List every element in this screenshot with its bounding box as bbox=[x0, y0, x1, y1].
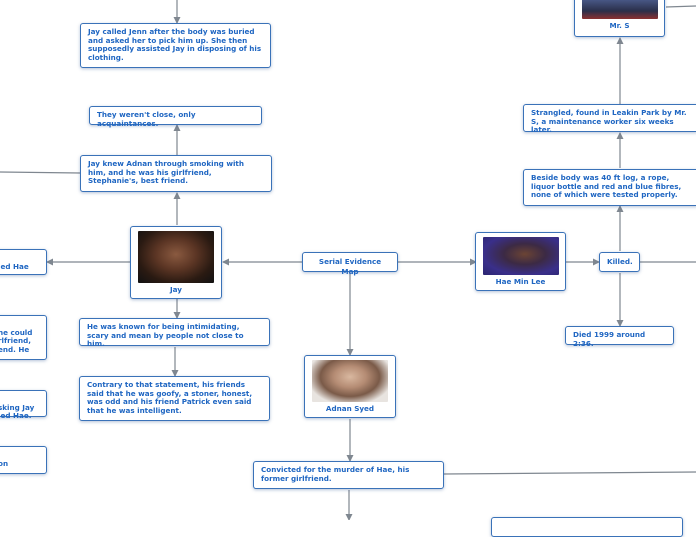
node-left-4[interactable]: on bbox=[0, 446, 47, 474]
node-left-2-text: he could rlfriend, end. He bbox=[0, 327, 33, 354]
node-killed-text: Killed. bbox=[607, 257, 633, 266]
node-convicted-text: Convicted for the murder of Hae, his for… bbox=[261, 465, 410, 483]
node-left-3-text: sking Jay led Hae. bbox=[0, 402, 35, 421]
node-beside-body[interactable]: Beside body was 40 ft log, a rope, liquo… bbox=[523, 169, 696, 206]
node-not-close-text: They weren't close, only acquaintances. bbox=[97, 110, 196, 128]
node-hae[interactable]: Hae Min Lee bbox=[475, 232, 566, 291]
node-bottom-right-partial[interactable] bbox=[491, 517, 683, 537]
node-jay-called-jenn-text: Jay called Jenn after the body was burie… bbox=[88, 27, 262, 62]
node-adnan[interactable]: Adnan Syed bbox=[304, 355, 396, 418]
node-intimidating[interactable]: He was known for being intimidating, sca… bbox=[79, 318, 270, 349]
node-beside-body-text: Beside body was 40 ft log, a rope, liquo… bbox=[531, 173, 682, 200]
node-jay-knew-adnan[interactable]: Jay knew Adnan through smoking with him,… bbox=[80, 155, 272, 192]
edge-mrs-right bbox=[665, 5, 696, 8]
node-mr-s[interactable]: Mr. S bbox=[574, 0, 665, 37]
jay-photo bbox=[138, 231, 214, 283]
adnan-photo bbox=[312, 360, 388, 402]
node-intimidating-text: He was known for being intimidating, sca… bbox=[87, 322, 244, 349]
node-contrary[interactable]: Contrary to that statement, his friends … bbox=[79, 376, 270, 421]
connector-layer bbox=[0, 0, 696, 520]
node-jay-label: Jay bbox=[170, 285, 182, 294]
node-convicted[interactable]: Convicted for the murder of Hae, his for… bbox=[253, 461, 444, 489]
node-left-4-text: on bbox=[0, 458, 9, 468]
node-mr-s-label: Mr. S bbox=[609, 21, 630, 30]
edge-convicted-right bbox=[443, 471, 696, 475]
node-left-1[interactable]: led Hae bbox=[0, 249, 47, 275]
node-died-1999-text: Died 1999 around 2:36. bbox=[573, 330, 646, 348]
node-jay-called-jenn[interactable]: Jay called Jenn after the body was burie… bbox=[80, 23, 271, 68]
node-left-1-text: led Hae bbox=[0, 261, 29, 271]
node-root[interactable]: Serial Evidence Map bbox=[302, 252, 398, 276]
mr-s-photo bbox=[581, 0, 658, 19]
node-jay-knew-adnan-text: Jay knew Adnan through smoking with him,… bbox=[88, 159, 244, 186]
node-left-3[interactable]: sking Jay led Hae. bbox=[0, 390, 47, 420]
node-hae-label: Hae Min Lee bbox=[495, 277, 546, 286]
node-jay[interactable]: Jay bbox=[130, 226, 222, 299]
node-adnan-label: Adnan Syed bbox=[325, 404, 375, 413]
node-not-close[interactable]: They weren't close, only acquaintances. bbox=[89, 106, 262, 128]
node-died-1999[interactable]: Died 1999 around 2:36. bbox=[565, 326, 674, 348]
node-left-2[interactable]: he could rlfriend, end. He bbox=[0, 315, 47, 360]
node-contrary-text: Contrary to that statement, his friends … bbox=[87, 380, 253, 415]
node-strangled-text: Strangled, found in Leakin Park by Mr. S… bbox=[531, 108, 687, 135]
node-strangled[interactable]: Strangled, found in Leakin Park by Mr. S… bbox=[523, 104, 696, 135]
edge-knew-left bbox=[0, 171, 81, 174]
hae-photo bbox=[482, 237, 559, 275]
node-killed[interactable]: Killed. bbox=[599, 252, 640, 272]
node-root-label: Serial Evidence Map bbox=[318, 257, 382, 276]
